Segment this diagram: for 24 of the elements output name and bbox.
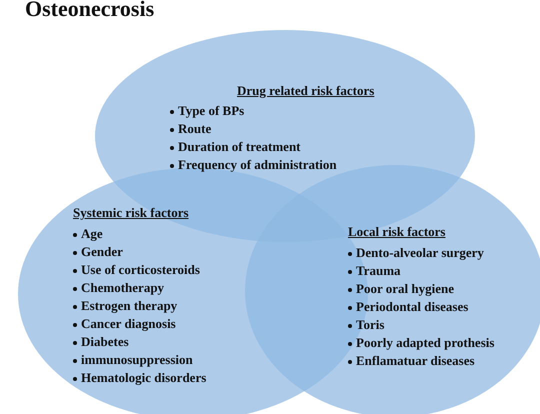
- list-item: Toris: [356, 317, 384, 332]
- list-item: Cancer diagnosis: [81, 316, 176, 331]
- list-item: Duration of treatment: [178, 139, 301, 154]
- list-item: immunosuppression: [81, 352, 193, 367]
- list-item: Use of corticosteroids: [81, 262, 200, 277]
- list-item: Chemotherapy: [81, 280, 164, 295]
- list-item: Periodontal diseases: [356, 299, 468, 314]
- list-item: Diabetes: [81, 334, 129, 349]
- list-item: Hematologic disorders: [81, 370, 206, 385]
- list-item: Enflamatuar diseases: [356, 353, 475, 368]
- list-item: Type of BPs: [178, 103, 244, 118]
- list-item: Poor oral hygiene: [356, 281, 454, 296]
- list-item: Dento-alveolar surgery: [356, 245, 484, 260]
- list-item: Poorly adapted prothesis: [356, 335, 494, 350]
- list-item: Estrogen therapy: [81, 298, 178, 313]
- list-item: Age: [81, 226, 103, 241]
- section-heading: Drug related risk factors: [237, 82, 374, 100]
- section-heading: Local risk factors: [348, 223, 446, 241]
- list-item: Frequency of administration: [178, 157, 337, 172]
- section-heading: Systemic risk factors: [73, 204, 189, 222]
- list-item: Trauma: [356, 263, 401, 278]
- diagram-title: Osteonecrosis: [25, 0, 154, 22]
- list-item: Route: [178, 121, 212, 136]
- list-item: Gender: [81, 244, 123, 259]
